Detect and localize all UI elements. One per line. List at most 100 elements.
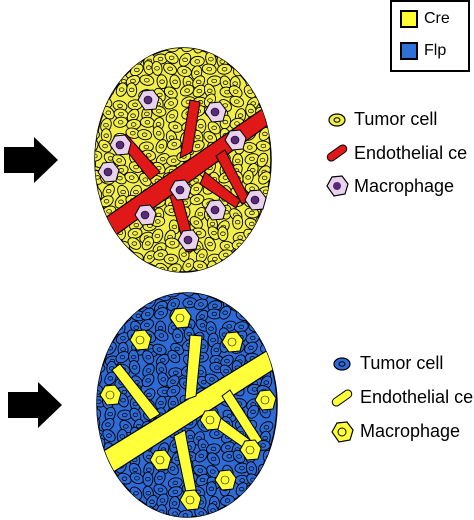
tumor-cell-nucleus	[97, 432, 102, 438]
tumor-cell-nucleus	[143, 144, 150, 150]
tumor-cell-nucleus	[232, 81, 238, 86]
tumor-cell-nucleus	[224, 498, 231, 503]
tumor-cell-nucleus	[155, 219, 161, 224]
tumor-cell	[244, 263, 259, 272]
tumor-cell-nucleus	[195, 48, 202, 49]
tumor-cell-nucleus	[149, 499, 155, 504]
tumor-cell-nucleus	[102, 143, 108, 149]
tumor-cell-nucleus	[198, 511, 204, 516]
tumor-cell-nucleus	[171, 224, 178, 229]
tumor-cell	[106, 297, 119, 313]
vessel-bottom	[97, 334, 277, 503]
tumor-cell	[140, 48, 152, 54]
tumor-cell-nucleus	[182, 513, 189, 517]
tumor-cell	[95, 150, 103, 162]
tumor-cell-nucleus	[260, 143, 267, 149]
tumor-cell-nucleus	[103, 221, 109, 226]
tumor-cell-nucleus	[225, 445, 231, 450]
tumor-cell-nucleus	[208, 486, 215, 491]
tumor-cell-nucleus	[264, 315, 271, 320]
tumor-cell-nucleus	[133, 189, 139, 195]
tumor-cell	[248, 494, 264, 506]
tumor-cell	[95, 97, 102, 109]
tumor-cell-nucleus	[117, 513, 124, 517]
tumor-cell	[234, 293, 250, 298]
tumor-cell-nucleus	[130, 354, 137, 360]
tumor-cell-nucleus	[131, 365, 138, 370]
tumor-cell-nucleus	[154, 233, 161, 239]
tumor-cell	[97, 494, 106, 507]
tumor-cell-nucleus	[109, 509, 115, 515]
macrophage-nucleus	[105, 390, 115, 400]
tumor-cell-nucleus	[158, 333, 165, 338]
tumor-cell-nucleus	[170, 158, 177, 163]
tumor-cell-nucleus	[136, 424, 142, 429]
tumor-cell-nucleus	[199, 253, 205, 258]
tumor-cell-nucleus	[219, 48, 226, 49]
tumor-cell	[257, 48, 269, 55]
tumor-cell-nucleus	[131, 241, 138, 246]
tumor-cell-nucleus	[161, 389, 168, 395]
tumor-cell-nucleus	[106, 293, 112, 298]
tumor-cell	[144, 293, 158, 299]
tumor-cell-nucleus	[118, 199, 124, 204]
tumor-cell-nucleus	[261, 175, 268, 181]
key-top-tumor-cell-label: Tumor cell	[354, 109, 438, 129]
tumor-cell-nucleus	[168, 55, 175, 60]
tumor-cell-nucleus	[106, 315, 113, 320]
tumor-cell	[95, 227, 103, 239]
key-top-tumor-cell-icon	[328, 113, 346, 127]
key-bottom-endothelial-cell-label: Endothelial ce	[360, 387, 474, 407]
tumor-cell-nucleus	[201, 380, 207, 385]
tumor-cell	[105, 505, 119, 517]
tumor-cell	[116, 299, 128, 314]
tumor-cell-nucleus	[95, 266, 101, 271]
tumor-cell-nucleus	[145, 476, 151, 482]
tumor-cell-nucleus	[184, 88, 190, 93]
tumor-cell-nucleus	[118, 168, 124, 173]
tumor-cell-nucleus	[209, 377, 215, 382]
tumor-cell-nucleus	[120, 336, 126, 341]
macrophage-nucleus	[205, 415, 215, 425]
tumor-cell-nucleus	[105, 110, 112, 115]
tumor-cell-nucleus	[119, 244, 126, 249]
tumor-cell-nucleus	[133, 164, 139, 170]
tumor-bottom	[96, 292, 278, 518]
tumor-cell	[260, 82, 271, 96]
macrophage-nucleus	[245, 445, 255, 455]
tumor-cell-nucleus	[195, 134, 201, 140]
tumor-cell-nucleus	[234, 219, 241, 225]
tumor-cell	[111, 263, 127, 272]
tumor-cell-nucleus	[97, 337, 100, 342]
tumor-cell-nucleus	[253, 497, 259, 503]
macrophage-nucleus	[260, 395, 270, 405]
tumor-cell-nucleus	[197, 468, 204, 473]
tumor-cell-nucleus	[120, 347, 126, 352]
tumor-cell-nucleus	[238, 324, 245, 330]
tumor-cell	[97, 342, 103, 357]
tumor-cell-nucleus	[106, 433, 112, 438]
tumor-cell-nucleus	[95, 68, 99, 74]
tumor-cell	[95, 196, 101, 208]
tumor-cell-nucleus	[197, 263, 203, 269]
tumor-cell-nucleus	[249, 309, 255, 315]
tumor-cell-nucleus	[95, 48, 101, 53]
tumor-cell-nucleus	[171, 142, 178, 147]
tumor-cell-nucleus	[235, 303, 241, 309]
macrophage-nucleus	[227, 337, 237, 347]
tumor-cell-nucleus	[168, 256, 174, 262]
tumor-cell-nucleus	[264, 476, 270, 482]
tumor-cell-nucleus	[145, 241, 151, 246]
tumor-cell-nucleus	[222, 252, 229, 258]
tumor-cell	[244, 297, 259, 311]
tumor-cell-nucleus	[133, 491, 139, 496]
tumor-cell-nucleus	[224, 244, 230, 249]
tumor-cell-nucleus	[144, 111, 150, 117]
tumor-cell-nucleus	[146, 255, 153, 260]
tumor-cell-nucleus	[97, 293, 102, 297]
tumor-cell	[227, 261, 243, 272]
tumor-cell-nucleus	[168, 208, 175, 213]
tumor-cell-nucleus	[95, 190, 99, 196]
tumor-cell	[221, 509, 237, 517]
